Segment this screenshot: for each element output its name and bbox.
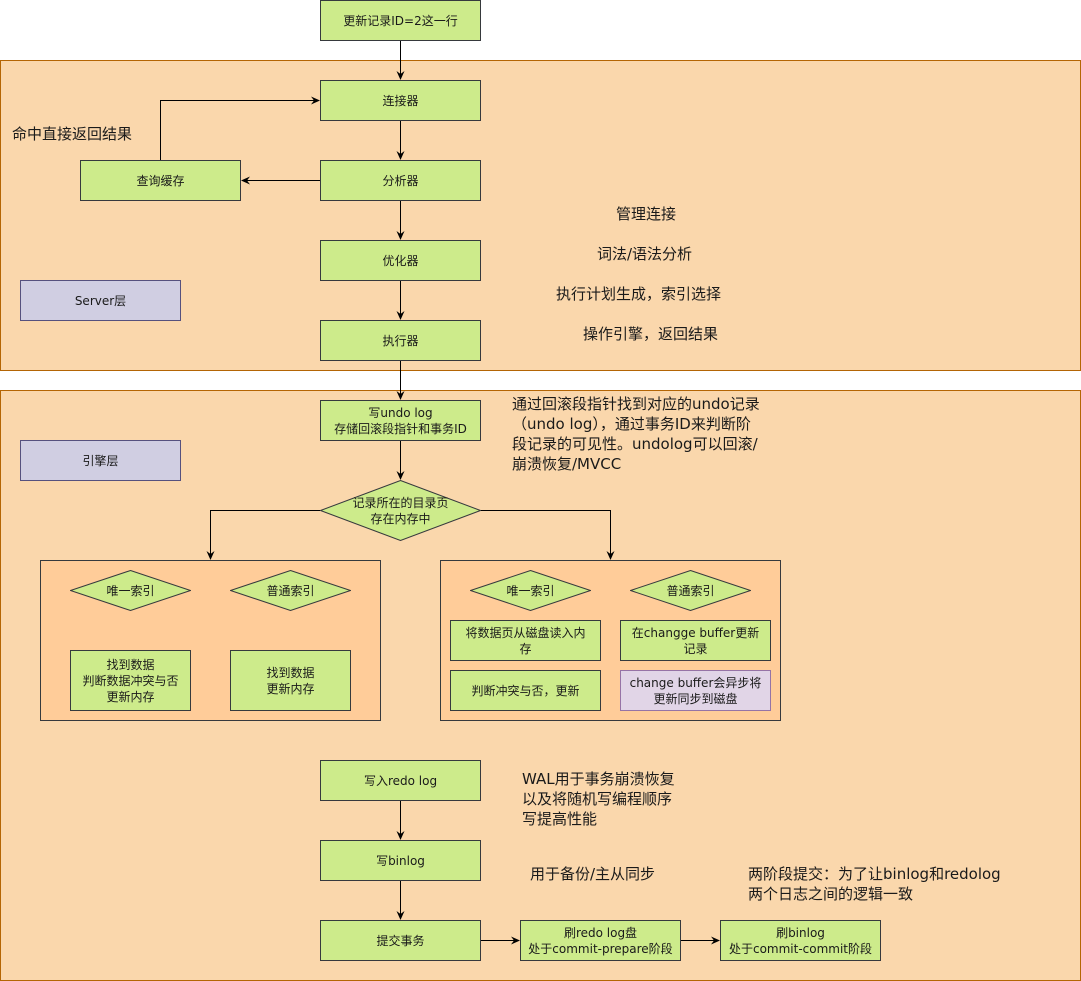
step-line-1: change buffer会异步将 <box>629 675 762 690</box>
note-optimizer: 执行计划生成，索引选择 <box>556 285 722 303</box>
connector-node[interactable]: 连接器 <box>320 80 481 121</box>
optimizer-label: 优化器 <box>382 253 419 268</box>
flush-redo-log-node[interactable]: 刷redo log盘 处于commit-prepare阶段 <box>520 920 681 961</box>
server-layer-tag: Server层 <box>20 280 181 321</box>
diamond-shape <box>470 570 591 611</box>
two-phase-commit-note: 两阶段提交：为了让binlog和redolog 两个日志之间的逻辑一致 <box>748 864 1001 904</box>
undo-note-line-1: 通过回滚段指针找到对应的undo记录 <box>512 395 760 413</box>
write-redo-log-label: 写入redo log <box>363 773 438 788</box>
optimizer-node[interactable]: 优化器 <box>320 240 481 281</box>
decision-diamond-shape <box>320 480 481 541</box>
change-buffer-async-sync[interactable]: change buffer会异步将 更新同步到磁盘 <box>620 670 771 711</box>
two-phase-line-2: 两个日志之间的逻辑一致 <box>748 885 914 903</box>
binlog-note: 用于备份/主从同步 <box>530 865 656 883</box>
in-memory-normal-index-label: 普通索引 <box>266 583 315 598</box>
action-line-3: 更新内存 <box>106 689 155 704</box>
write-redo-log-node[interactable]: 写入redo log <box>320 760 481 801</box>
redo-log-note: WAL用于事务崩溃恢复 以及将随机写编程顺序 写提高性能 <box>522 769 675 829</box>
step-line-2: 更新同步到磁盘 <box>653 691 738 706</box>
write-undo-line-1: 写undo log <box>368 405 433 420</box>
read-page-from-disk[interactable]: 将数据页从磁盘读入内 存 <box>450 620 601 661</box>
diamond-shape <box>230 570 351 611</box>
executor-node[interactable]: 执行器 <box>320 320 481 361</box>
start-node-label: 更新记录ID=2这一行 <box>343 13 458 28</box>
server-layer-tag-label: Server层 <box>74 294 127 308</box>
decision-line-1: 记录所在的目录页 <box>352 495 449 510</box>
server-layer-container <box>0 60 1081 371</box>
step-line-1: 将数据页从磁盘读入内 <box>465 625 586 640</box>
write-binlog-node[interactable]: 写binlog <box>320 840 481 881</box>
check-conflict-update[interactable]: 判断冲突与否，更新 <box>450 670 601 711</box>
undo-note-line-3: 段记录的可见性。undolog可以回滚/ <box>512 435 758 453</box>
flush-redo-line-2: 处于commit-prepare阶段 <box>528 941 673 956</box>
redo-note-line-2: 以及将随机写编程顺序 <box>522 790 673 808</box>
redo-note-line-3: 写提高性能 <box>522 810 598 828</box>
undo-log-note: 通过回滚段指针找到对应的undo记录 （undo log），通过事务ID来判断阶… <box>512 394 760 474</box>
commit-transaction-node[interactable]: 提交事务 <box>320 920 481 961</box>
undo-note-line-4: 崩溃恢复/MVCC <box>512 455 622 473</box>
analyzer-node[interactable]: 分析器 <box>320 160 481 201</box>
page-in-memory-decision[interactable]: 记录所在的目录页 存在内存中 <box>320 480 481 541</box>
step-line-2: 记录 <box>683 641 708 656</box>
diamond-shape <box>630 570 751 611</box>
query-cache-node[interactable]: 查询缓存 <box>80 160 241 201</box>
flush-redo-line-1: 刷redo log盘 <box>563 925 638 940</box>
diamond-shape <box>70 570 191 611</box>
in-memory-unique-action[interactable]: 找到数据 判断数据冲突与否 更新内存 <box>70 650 191 711</box>
in-memory-unique-index-label: 唯一索引 <box>106 583 155 598</box>
not-in-memory-unique-index-label: 唯一索引 <box>506 583 555 598</box>
engine-layer-tag: 引擎层 <box>20 440 181 481</box>
query-cache-label: 查询缓存 <box>136 173 185 188</box>
write-undo-log-node[interactable]: 写undo log 存储回滚段指针和事务ID <box>320 400 481 441</box>
note-connector: 管理连接 <box>616 205 677 223</box>
flush-binlog-node[interactable]: 刷binlog 处于commit-commit阶段 <box>720 920 881 961</box>
not-in-memory-unique-index[interactable]: 唯一索引 <box>470 570 591 611</box>
connector-label: 连接器 <box>382 93 419 108</box>
decision-line-2: 存在内存中 <box>370 511 431 526</box>
note-analyzer: 词法/语法分析 <box>597 245 693 263</box>
not-in-memory-normal-index[interactable]: 普通索引 <box>630 570 751 611</box>
in-memory-normal-index[interactable]: 普通索引 <box>230 570 351 611</box>
flush-binlog-line-2: 处于commit-commit阶段 <box>728 941 873 956</box>
two-phase-line-1: 两阶段提交：为了让binlog和redolog <box>748 865 1001 883</box>
executor-label: 执行器 <box>382 333 419 348</box>
in-memory-unique-index[interactable]: 唯一索引 <box>70 570 191 611</box>
write-undo-line-2: 存储回滚段指针和事务ID <box>334 421 467 436</box>
step-label: 判断冲突与否，更新 <box>471 683 580 698</box>
write-binlog-label: 写binlog <box>376 853 425 868</box>
cache-hit-note: 命中直接返回结果 <box>12 125 133 143</box>
analyzer-label: 分析器 <box>382 173 419 188</box>
flush-binlog-line-1: 刷binlog <box>776 925 825 940</box>
note-executor: 操作引擎，返回结果 <box>583 325 719 343</box>
step-line-1: 在changge buffer更新 <box>631 625 760 640</box>
action-line-2: 更新内存 <box>266 681 315 696</box>
action-line-1: 找到数据 <box>266 665 315 680</box>
in-memory-normal-action[interactable]: 找到数据 更新内存 <box>230 650 351 711</box>
action-line-1: 找到数据 <box>106 657 155 672</box>
not-in-memory-normal-index-label: 普通索引 <box>666 583 715 598</box>
undo-note-line-2: （undo log），通过事务ID来判断阶 <box>512 415 751 433</box>
step-line-2: 存 <box>519 641 532 656</box>
commit-transaction-label: 提交事务 <box>376 933 425 948</box>
start-node[interactable]: 更新记录ID=2这一行 <box>320 0 481 41</box>
redo-note-line-1: WAL用于事务崩溃恢复 <box>522 770 675 788</box>
engine-layer-tag-label: 引擎层 <box>82 454 119 468</box>
action-line-2: 判断数据冲突与否 <box>82 673 179 688</box>
update-change-buffer[interactable]: 在changge buffer更新 记录 <box>620 620 771 661</box>
